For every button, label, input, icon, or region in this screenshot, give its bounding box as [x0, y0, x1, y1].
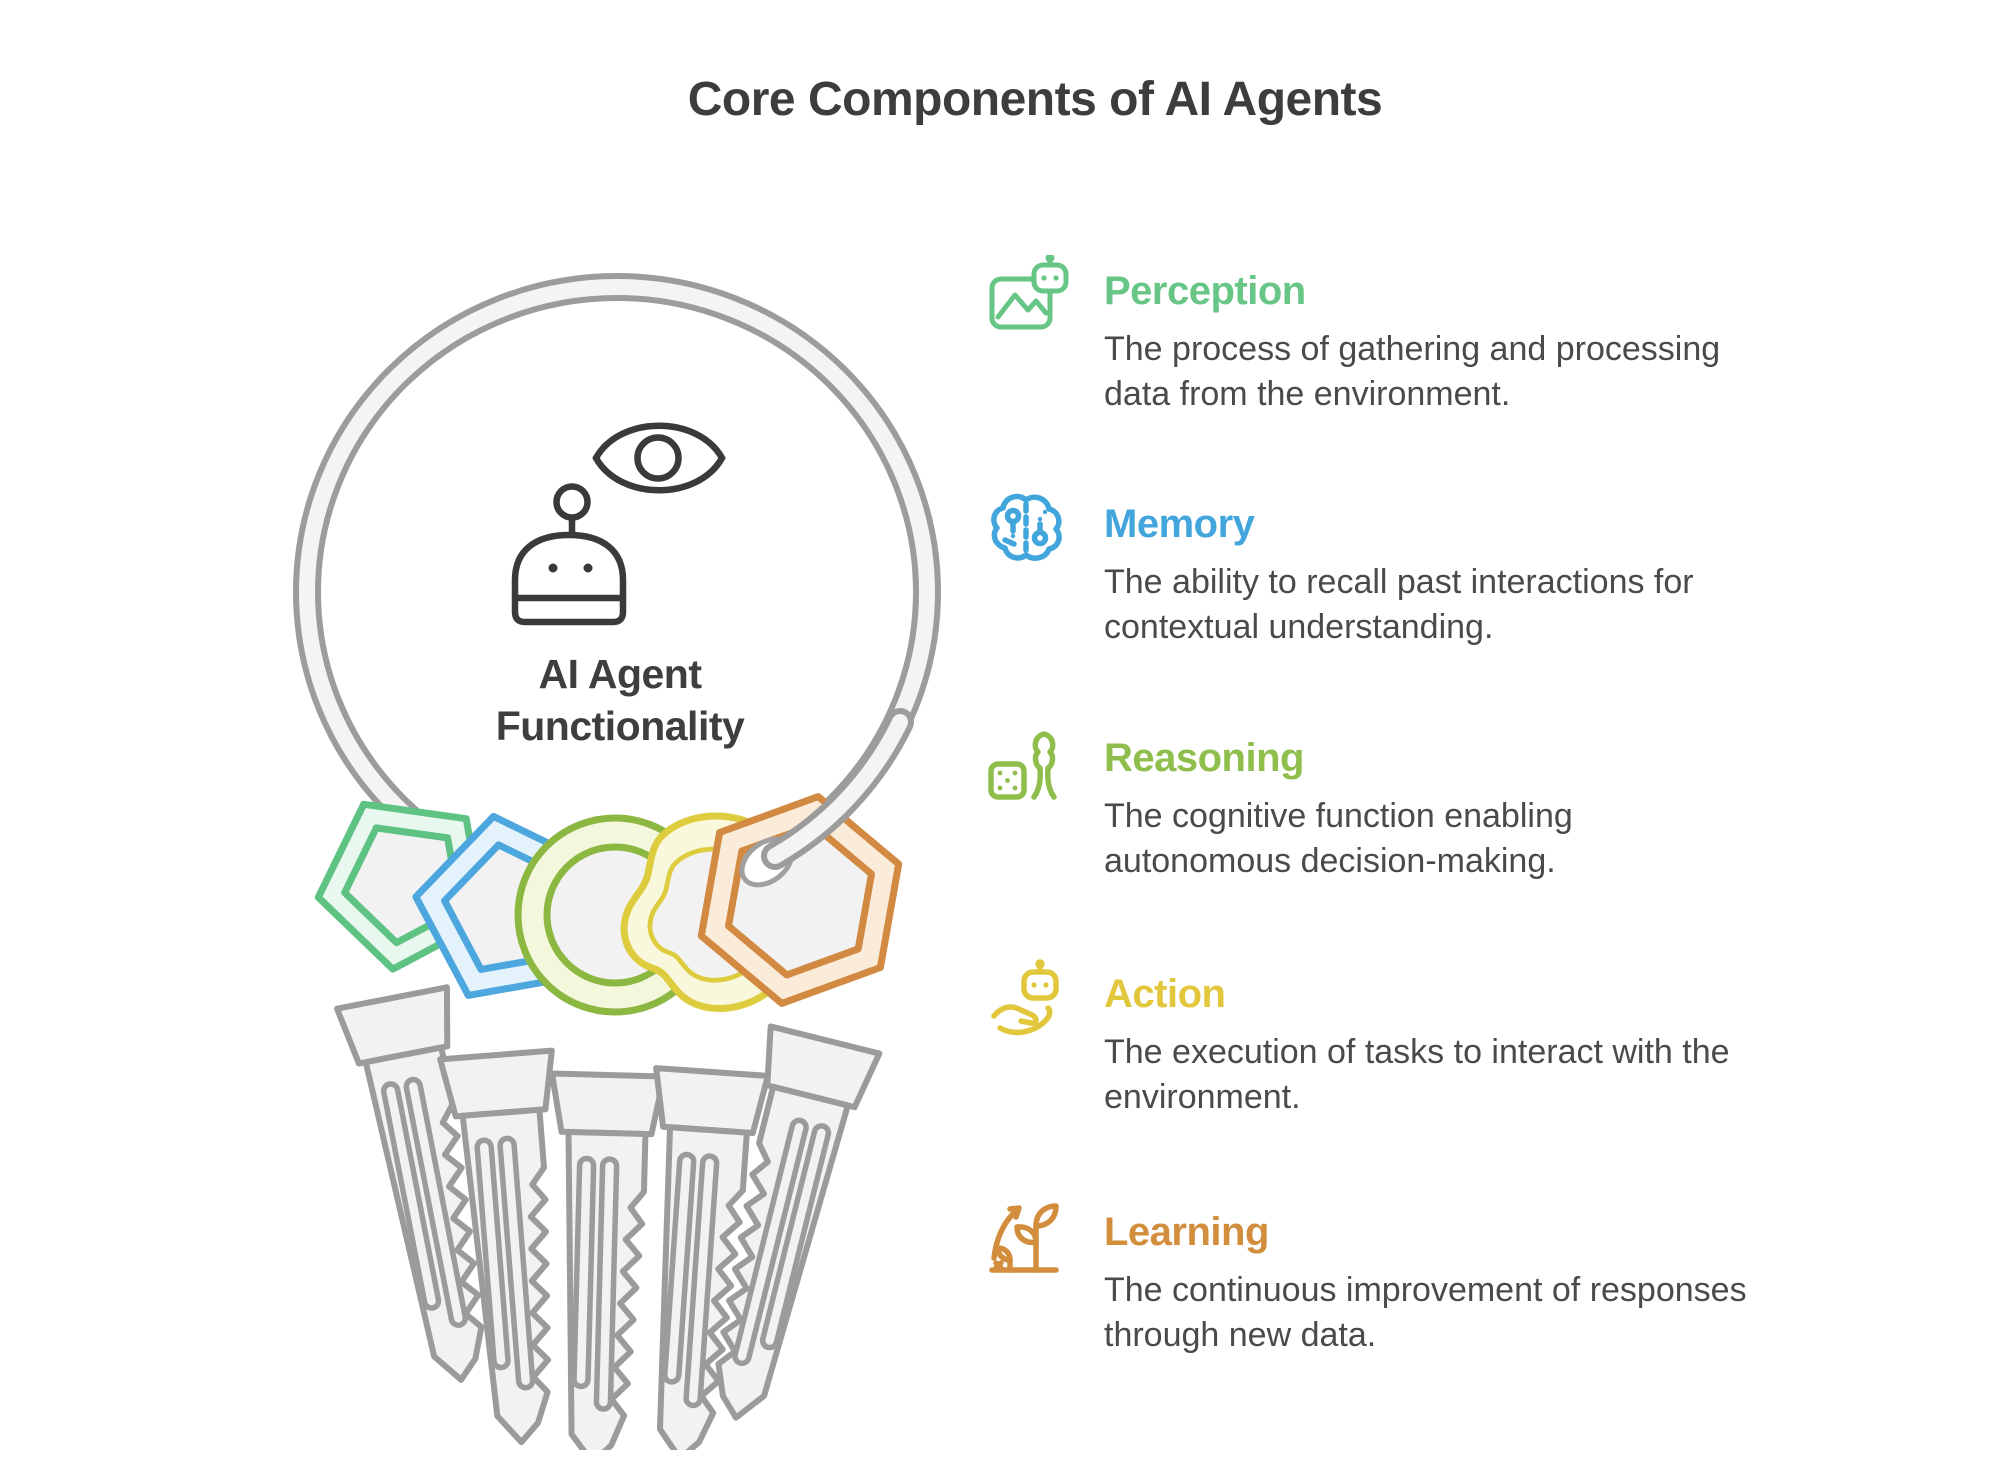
page-title: Core Components of AI Agents [687, 73, 1383, 126]
learning-growth-plant-icon [988, 1196, 1072, 1288]
section-title: Learning [1104, 1210, 1269, 1254]
section-title: Reasoning [1104, 736, 1304, 780]
section-description: The cognitive function enabling autonomo… [1104, 797, 1573, 880]
action-hand-robot-icon [988, 958, 1072, 1050]
ring-label-line2: Functionality [496, 703, 745, 749]
section-description: The execution of tasks to interact with … [1104, 1033, 1730, 1116]
ring-through-hole [739, 708, 914, 888]
section-description: The continuous improvement of responses … [1104, 1271, 1747, 1354]
keyring-illustration: AI Agent Functionality [240, 210, 1000, 1450]
section-title: Action [1104, 972, 1226, 1016]
perception-image-robot-icon [988, 255, 1072, 347]
section-description: The process of gathering and processing … [1104, 330, 1721, 413]
section-learning: Learning The continuous improvement of r… [988, 1196, 1748, 1358]
section-perception: Perception The process of gathering and … [988, 255, 1748, 417]
eye-icon [592, 422, 726, 494]
section-title: Perception [1104, 269, 1306, 313]
keyring-svg: AI Agent Functionality [293, 273, 941, 1450]
section-title: Memory [1104, 502, 1255, 546]
reasoning-pawn-dice-icon [988, 722, 1072, 814]
section-description: The ability to recall past interactions … [1104, 563, 1694, 646]
ring-label-line1: AI Agent [538, 651, 702, 697]
section-action: Action The execution of tasks to interac… [988, 958, 1748, 1120]
robot-icon [511, 483, 627, 626]
section-reasoning: Reasoning The cognitive function enablin… [988, 722, 1748, 884]
memory-ai-brain-icon [988, 488, 1072, 580]
section-memory: Memory The ability to recall past intera… [988, 488, 1748, 650]
